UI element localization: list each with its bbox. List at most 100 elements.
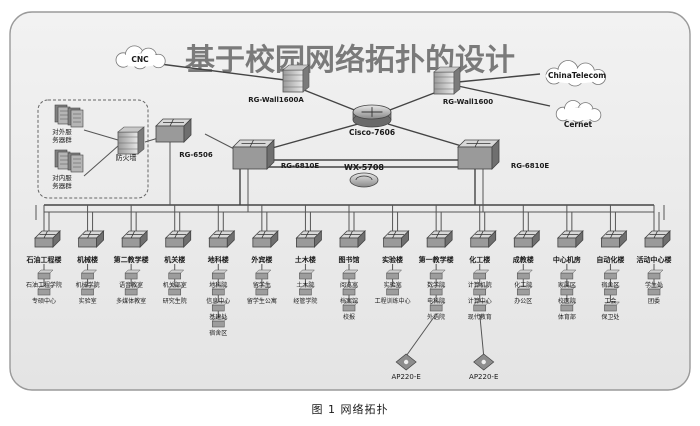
hub-front <box>255 288 269 296</box>
hub-front <box>211 320 225 328</box>
core-router-device <box>352 104 392 128</box>
subnet-node <box>211 269 228 280</box>
hub-front <box>211 272 225 280</box>
ap2-link <box>479 313 485 357</box>
link-layer <box>35 63 665 357</box>
hub-front <box>429 288 443 296</box>
hub-front <box>473 272 487 280</box>
hub-top <box>560 285 577 290</box>
hub-top <box>211 269 228 274</box>
switch-arrows <box>213 230 230 239</box>
subnet-label: 石油工程学院 <box>26 281 62 289</box>
watermark-text: 基于校园网络拓扑的设计 <box>185 43 515 78</box>
switch-front <box>557 237 577 248</box>
switch-front <box>470 237 490 248</box>
ap-dot <box>403 359 409 365</box>
switch-arrows <box>466 139 491 148</box>
access-point-1-label: AP220-E <box>391 373 420 381</box>
subnet-node <box>298 269 316 280</box>
switch-side <box>226 230 235 248</box>
switch-front <box>78 237 97 248</box>
cnc-to-firewall-link <box>159 63 286 81</box>
switch-front <box>644 237 664 248</box>
hub-top <box>37 269 54 274</box>
right-core-switch-label: RG-6810E <box>511 162 550 170</box>
building-label: 机关楼 <box>164 255 185 264</box>
hub-front <box>255 272 269 280</box>
switch-side <box>488 230 497 248</box>
subnet-node <box>80 269 98 280</box>
hub-top <box>211 317 228 322</box>
building-label: 中心机房 <box>553 255 581 264</box>
subnet-node <box>211 301 228 312</box>
switch-arrows <box>83 230 100 239</box>
building-label: 第一教学楼 <box>419 255 454 264</box>
cnc-cloud <box>115 45 166 70</box>
building-switch <box>295 230 323 248</box>
subnet-label: 团委 <box>648 297 660 305</box>
subnet-node <box>429 269 446 280</box>
subnet-label: 现代教育 <box>468 313 492 321</box>
hub-front <box>299 272 312 280</box>
internal-servers-to-firewall-link <box>83 145 119 177</box>
switch-front <box>252 237 272 248</box>
ap-dot <box>481 359 486 365</box>
hub-front <box>429 304 443 312</box>
telecom-cloud <box>545 60 606 87</box>
hub-top <box>168 285 185 290</box>
firewall-left-label: RG-Wall1600A <box>248 96 304 104</box>
building-label: 石油工程楼 <box>26 255 62 264</box>
hub-front <box>647 288 661 296</box>
hub-front <box>342 304 356 312</box>
subnet-node <box>473 269 490 280</box>
hub-front <box>604 288 617 296</box>
right-core-switch <box>457 139 500 170</box>
router-to-left-switch-link <box>264 123 359 151</box>
access-point-2-label: AP220-E <box>469 373 498 381</box>
switch-arrows <box>126 230 143 239</box>
firewall-right-device <box>433 66 461 95</box>
subnet-node <box>342 285 359 296</box>
switch-arrows <box>388 230 405 239</box>
hub-top <box>168 269 185 274</box>
hub-top <box>298 269 316 274</box>
switch-arrows <box>344 230 361 239</box>
subnet-node <box>255 285 272 296</box>
firewall-right-to-telecom-link <box>457 73 541 83</box>
building-label: 实验楼 <box>382 255 403 264</box>
hub-front <box>168 288 182 296</box>
building-label: 图书馆 <box>339 255 360 264</box>
subnet-label: 校医院 <box>558 297 576 305</box>
hub-front <box>516 288 530 296</box>
wireless-controller-label: WX-5708 <box>344 163 384 172</box>
subnet-label: 基建处 <box>209 313 227 321</box>
hub-top <box>124 269 141 274</box>
switch-side <box>139 230 148 248</box>
subnet-label: 专硕中心 <box>32 297 56 305</box>
subnet-node <box>211 317 228 328</box>
subnet-label: 实验室 <box>384 281 402 289</box>
subnet-node <box>560 269 577 280</box>
hub-top <box>385 285 403 290</box>
switch-front <box>121 237 141 248</box>
subnet-node <box>37 285 54 296</box>
hub-top <box>211 301 228 306</box>
subnet-node <box>385 285 403 296</box>
external-server-2 <box>67 107 84 128</box>
building-label: 化工楼 <box>469 255 490 264</box>
subnet-node <box>647 269 664 280</box>
switch-side <box>491 139 500 170</box>
building-switch <box>644 230 671 248</box>
internal-server-label-2: 务器群 <box>52 181 72 190</box>
hub-top <box>473 301 490 306</box>
hub-front <box>473 288 487 296</box>
external-servers-to-firewall-link <box>83 129 119 141</box>
subnet-node <box>603 285 621 296</box>
hub-front <box>124 288 138 296</box>
building-switch <box>77 230 105 248</box>
hub-front <box>560 288 574 296</box>
subnet-label: 语音教室 <box>119 281 143 289</box>
switch-front <box>208 237 228 248</box>
cloud-body <box>545 68 605 84</box>
